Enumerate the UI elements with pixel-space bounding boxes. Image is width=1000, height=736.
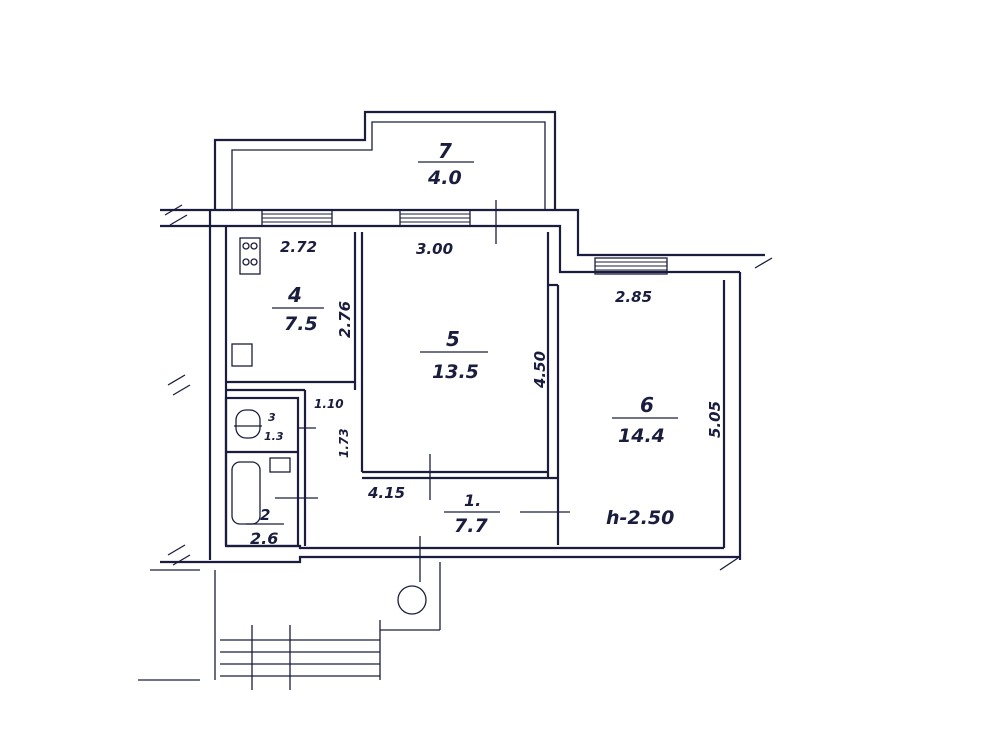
dimension-ticks (275, 200, 570, 582)
bath-depth-dim: 1.73 (337, 428, 351, 458)
room-5-area: 13.5 (432, 361, 479, 383)
windows (261, 209, 668, 275)
room-2-number: 2 (260, 506, 270, 524)
interior-walls (224, 232, 560, 548)
room-3-number: 3 (268, 411, 276, 424)
room-7-number: 7 (438, 139, 452, 163)
room-6-area: 14.4 (618, 425, 665, 447)
room-1-area: 7.7 (454, 515, 488, 537)
room5-depth-dim: 4.50 (531, 351, 549, 389)
outer-walls (160, 208, 765, 564)
room-1-number: 1. (464, 491, 481, 510)
room-3-area: 1.3 (264, 430, 284, 443)
balcony-walls (213, 110, 557, 210)
room6-depth-dim: 5.05 (706, 401, 724, 438)
room-6-number: 6 (640, 393, 654, 417)
stair-landing (138, 562, 441, 690)
ceiling-height-label: h-2.50 (606, 507, 674, 529)
hall-length-dim: 4.15 (367, 484, 405, 502)
kitchen-depth-dim: 2.76 (336, 301, 354, 338)
bath-width-dim: 1.10 (314, 397, 344, 411)
kitchen-width-dim: 2.72 (280, 238, 317, 256)
label-lines (234, 161, 678, 525)
room-7-area: 4.0 (427, 167, 462, 189)
room6-width-dim: 2.85 (615, 288, 652, 306)
room-2-area: 2.6 (250, 529, 278, 548)
room-4-number: 4 (287, 283, 302, 307)
room-4-area: 7.5 (284, 313, 318, 335)
wall-break-marks (164, 204, 773, 571)
room5-width-dim: 3.00 (416, 240, 453, 258)
room-5-number: 5 (446, 327, 460, 351)
